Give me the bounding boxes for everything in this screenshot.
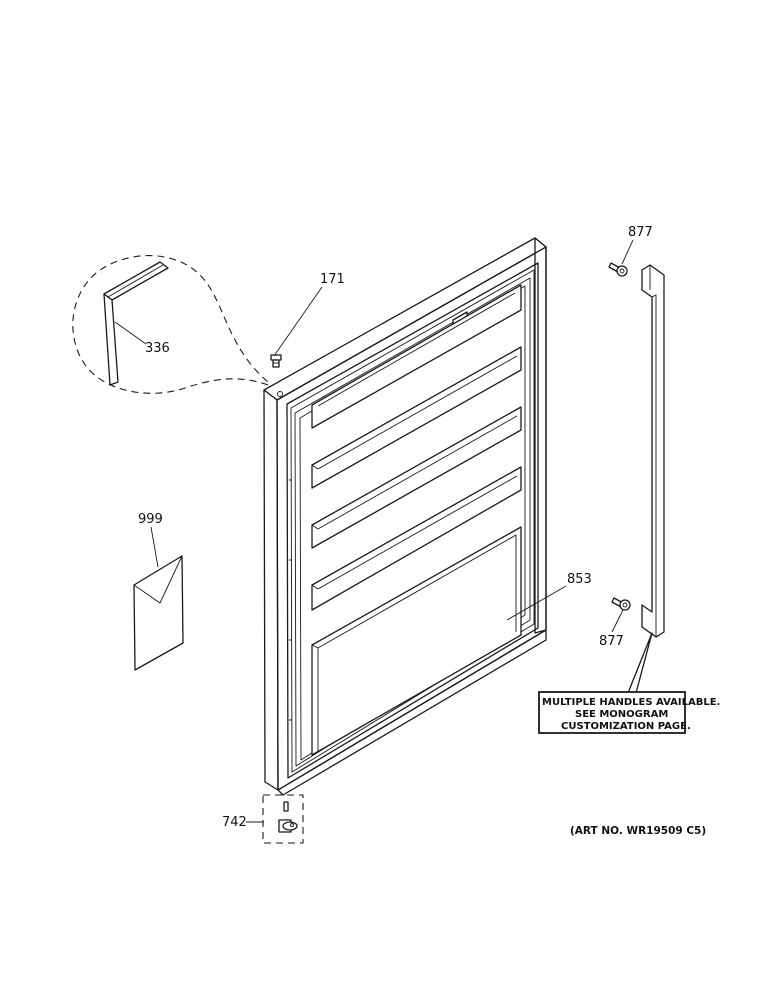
- handle: [641, 264, 665, 638]
- note-line-3: CUSTOMIZATION PAGE.: [561, 721, 691, 732]
- callout-877-top: 877: [628, 225, 653, 240]
- handles-note-box: MULTIPLE HANDLES AVAILABLE. SEE MONOGRAM…: [538, 691, 720, 734]
- callout-336: 336: [145, 341, 170, 356]
- detail-bubble-336: [72, 255, 269, 394]
- callout-853: 853: [567, 572, 592, 587]
- note-line-2: SEE MONOGRAM: [575, 709, 668, 720]
- literature-999: [133, 555, 184, 671]
- door-assembly: [263, 237, 547, 796]
- art-number: (ART NO. WR19509 C5): [570, 825, 706, 837]
- hinge-742: [262, 794, 304, 844]
- callout-877-bottom: 877: [599, 634, 624, 649]
- callout-742: 742: [222, 815, 247, 830]
- screw-171: [270, 354, 282, 368]
- note-pointer: [627, 632, 653, 694]
- callout-999: 999: [138, 512, 163, 527]
- callout-171: 171: [320, 272, 345, 287]
- leader-lines: [114, 239, 634, 823]
- screw-877-bottom: [611, 597, 631, 611]
- note-line-1: MULTIPLE HANDLES AVAILABLE.: [542, 697, 720, 708]
- screw-877-top: [608, 262, 628, 277]
